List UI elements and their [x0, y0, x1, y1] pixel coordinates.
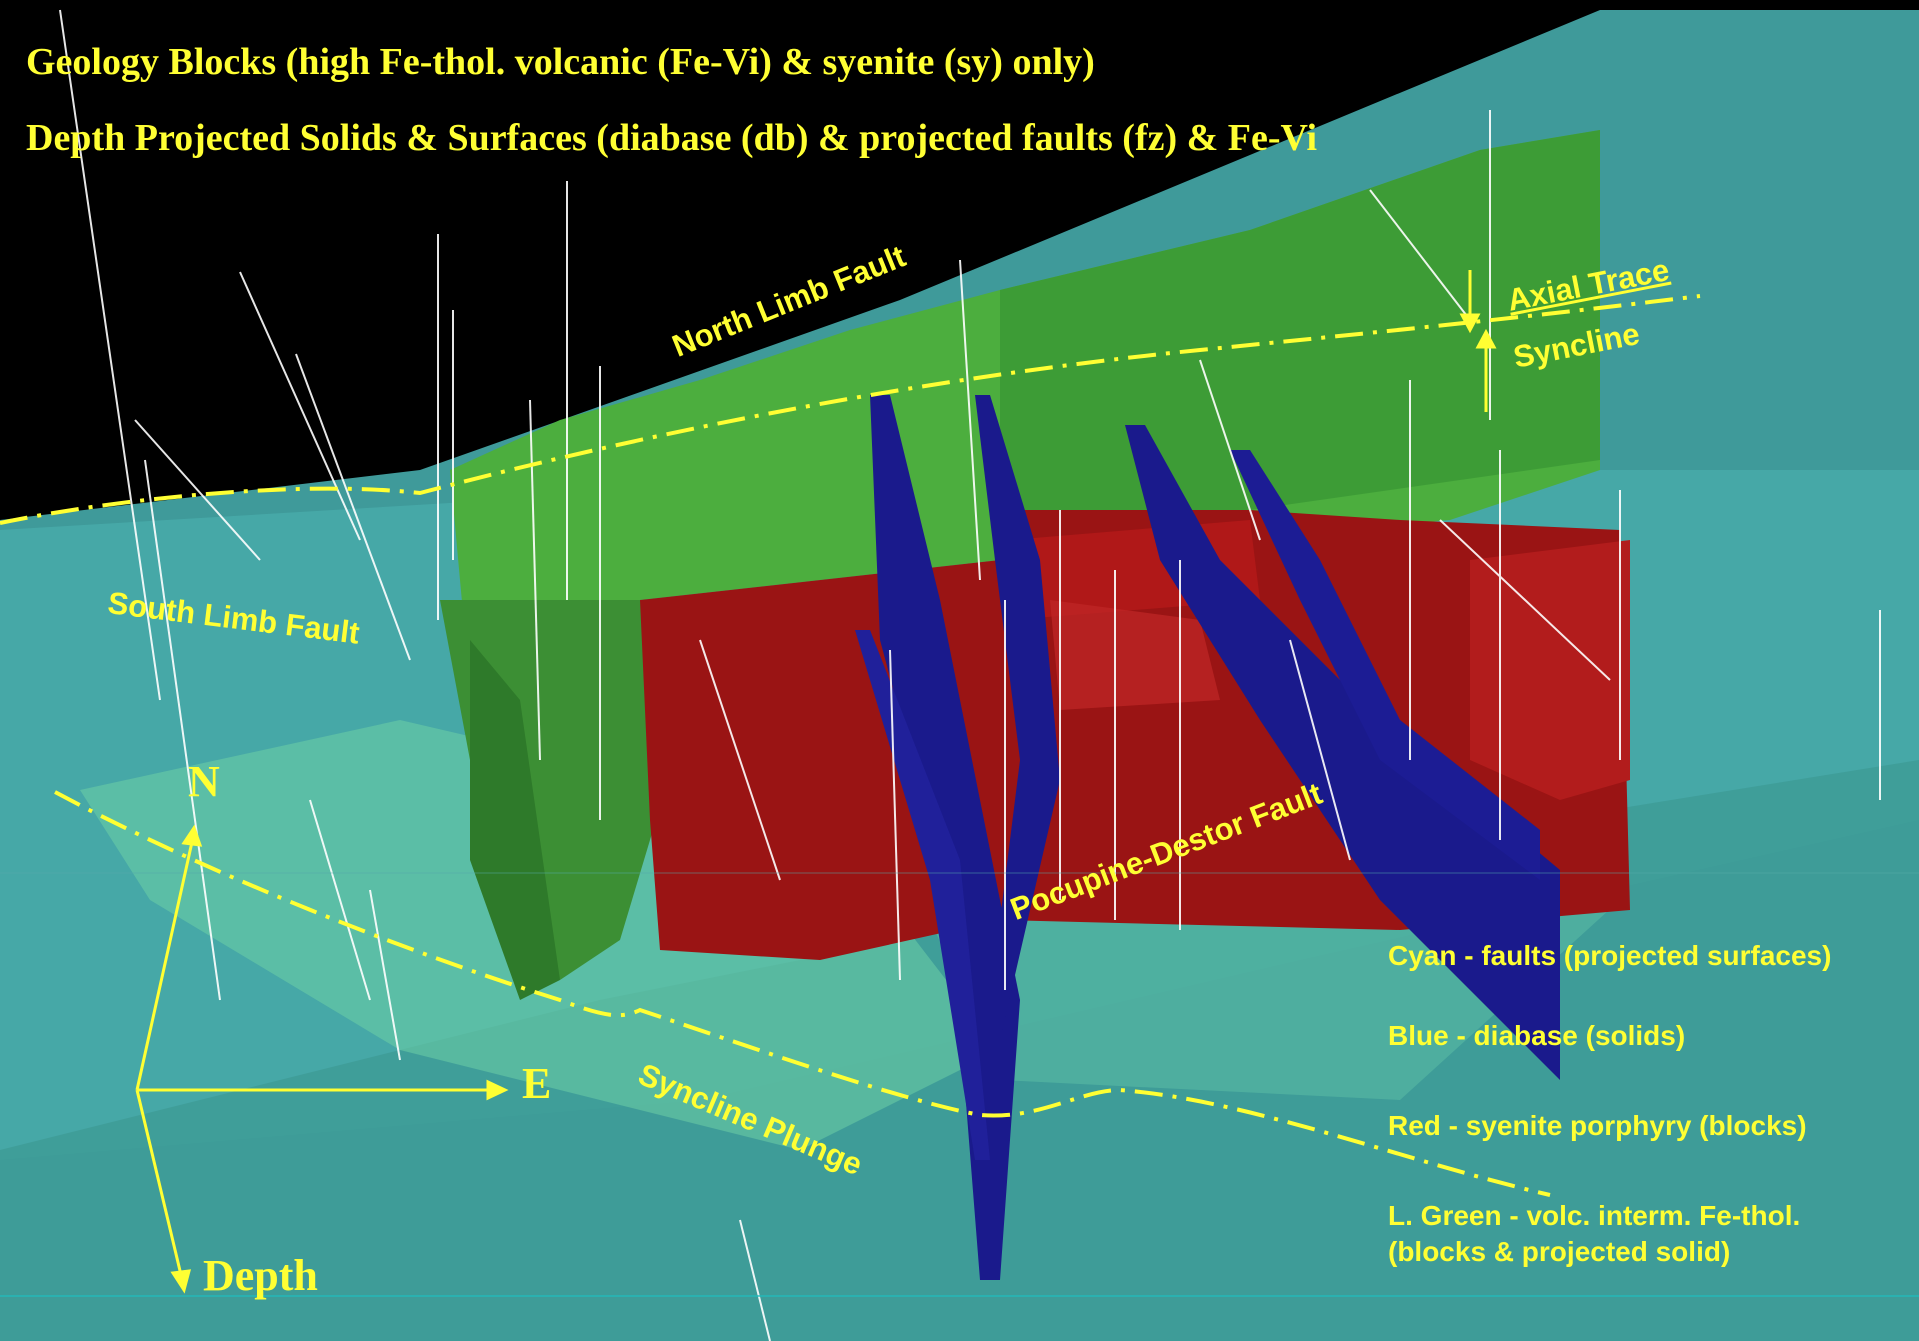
depth-axis-line [135, 1089, 183, 1276]
north-arrow-icon [181, 824, 203, 847]
east-axis-label: E [522, 1059, 552, 1108]
volcanic-blocks-green [440, 130, 1600, 1000]
header-line-2: Depth Projected Solids & Surfaces (diaba… [26, 117, 1318, 159]
legend-item-diabase: Blue - diabase (solids) [1388, 1020, 1686, 1051]
axial-trace-arrows [1459, 270, 1497, 412]
interpretation-lines [0, 294, 1701, 1197]
legend-item-syenite: Red - syenite porphyry (blocks) [1388, 1110, 1807, 1141]
axial-trace-syncline-line [0, 294, 1701, 525]
diabase-dykes-blue [855, 395, 1560, 1280]
legend-item-volcanic-note: (blocks & projected solid) [1388, 1236, 1731, 1267]
depth-axis-label: Depth [203, 1251, 318, 1300]
syncline-plunge-line [54, 790, 1551, 1197]
header-line-1: Geology Blocks (high Fe-thol. volcanic (… [26, 41, 1095, 83]
north-axis-line [135, 841, 194, 1091]
east-arrow-icon [486, 1079, 509, 1101]
legend-item-volcanic: L. Green - volc. interm. Fe-thol. [1388, 1200, 1801, 1231]
drill-holes [59, 9, 1881, 1341]
legend-item-faults: Cyan - faults (projected surfaces) [1388, 940, 1832, 971]
north-axis-label: N [188, 757, 220, 806]
depth-arrow-icon [170, 1269, 192, 1294]
orientation-axes [135, 824, 509, 1294]
